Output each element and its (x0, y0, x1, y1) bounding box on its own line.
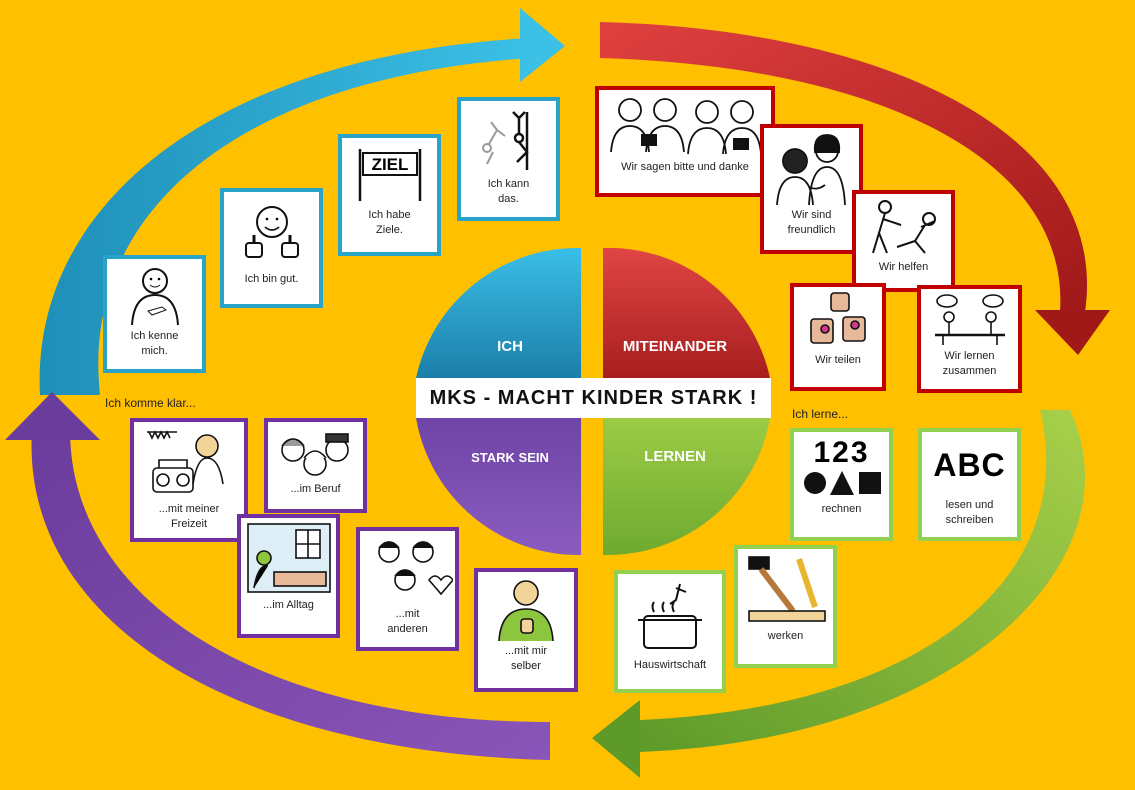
miteinander-cycle-arrow (600, 22, 1110, 355)
card-ich-habe-ziele: ZIEL Ich habe Ziele. (338, 134, 441, 256)
helping-person-icon (856, 194, 951, 260)
alphabet-icon: ABC (922, 432, 1017, 498)
card-caption: werken (767, 630, 804, 642)
card-caption: ...im Beruf (290, 483, 341, 495)
card-caption: rechnen (821, 503, 862, 515)
card-werken: werken (734, 545, 837, 668)
main-title: MKS - MACHT KINDER STARK ! (416, 378, 771, 418)
card-lesen-schreiben: ABC lesen und schreiben (918, 428, 1021, 541)
section-label-stark-sein: STARK SEIN (471, 450, 549, 465)
card-caption: ...mit meiner Freizeit (158, 503, 220, 530)
group-label-lerne: Ich lerne... (792, 407, 849, 421)
card-caption: Wir lernen zusammen (942, 350, 997, 377)
alphabet-symbol: ABC (933, 446, 1006, 483)
people-greeting-icon (599, 90, 771, 160)
section-label-lernen: LERNEN (644, 448, 706, 465)
professions-icon (268, 422, 363, 482)
card-caption: Ich habe Ziele. (368, 209, 411, 236)
card-ich-bin-gut: Ich bin gut. (220, 188, 323, 308)
card-hauswirtschaft: Hauswirtschaft (614, 570, 726, 693)
card-mit-anderen: ...mit anderen (356, 527, 459, 651)
ich-cycle-arrow (39, 8, 565, 395)
bedroom-icon (241, 518, 336, 598)
numbers-shapes-icon: 123 (794, 432, 889, 502)
section-label-ich: ICH (497, 338, 523, 355)
center-circle (416, 247, 770, 556)
card-wir-sind-freundlich: Wir sind freundlich (760, 124, 863, 254)
card-caption: Wir sind freundlich (787, 209, 836, 236)
quadrant-lernen (603, 418, 770, 556)
people-at-table-icon (921, 289, 1018, 349)
quadrant-ich (416, 247, 581, 378)
cooking-pot-icon (618, 574, 722, 658)
hammer-tools-icon (738, 549, 833, 629)
self-pointing-icon (478, 572, 574, 644)
card-caption: ...mit anderen (387, 608, 428, 635)
card-caption: Ich kann das. (487, 178, 530, 205)
friends-heart-icon (360, 531, 455, 607)
sharing-hands-icon (794, 287, 882, 353)
card-caption: Hauswirtschaft (633, 659, 707, 671)
card-beruf: ...im Beruf (264, 418, 367, 513)
lernen-cycle-arrow (592, 410, 1086, 778)
card-wir-sagen-bitte: Wir sagen bitte und danke (595, 86, 775, 197)
quadrant-miteinander (603, 247, 770, 378)
leisure-music-icon (134, 422, 244, 502)
section-label-miteinander: MITEINANDER (622, 338, 728, 355)
card-alltag: ...im Alltag (237, 514, 340, 638)
card-ich-kann-das: Ich kann das. (457, 97, 560, 221)
quadrant-stark-sein (416, 418, 581, 556)
card-caption: Wir sagen bitte und danke (621, 161, 749, 173)
goal-sign-text: ZIEL (371, 155, 408, 174)
card-caption: Wir teilen (815, 354, 861, 366)
group-label-klar: Ich komme klar... (105, 396, 196, 410)
card-wir-helfen: Wir helfen (852, 190, 955, 292)
thumbs-up-smile-icon (224, 192, 319, 272)
self-person-icon (107, 259, 202, 329)
card-caption: lesen und schreiben (945, 499, 994, 526)
stark-sein-cycle-arrow (5, 392, 550, 760)
card-caption: Wir helfen (878, 261, 929, 273)
card-caption: ...mit mir selber (504, 645, 548, 672)
card-caption: ...im Alltag (263, 599, 314, 611)
card-wir-teilen: Wir teilen (790, 283, 886, 391)
card-wir-lernen-zusammen: Wir lernen zusammen (917, 285, 1022, 393)
card-freizeit: ...mit meiner Freizeit (130, 418, 248, 542)
card-rechnen: 123 rechnen (790, 428, 893, 541)
card-caption: Ich bin gut. (244, 273, 299, 285)
card-mit-mir-selber: ...mit mir selber (474, 568, 578, 692)
card-caption: Ich kenne mich. (130, 330, 179, 357)
gymnast-icon (461, 101, 556, 177)
card-ich-kenne-mich: Ich kenne mich. (103, 255, 206, 373)
friendly-people-icon (764, 128, 859, 208)
goal-banner-icon: ZIEL (342, 138, 437, 208)
numbers-symbol: 123 (813, 436, 870, 469)
